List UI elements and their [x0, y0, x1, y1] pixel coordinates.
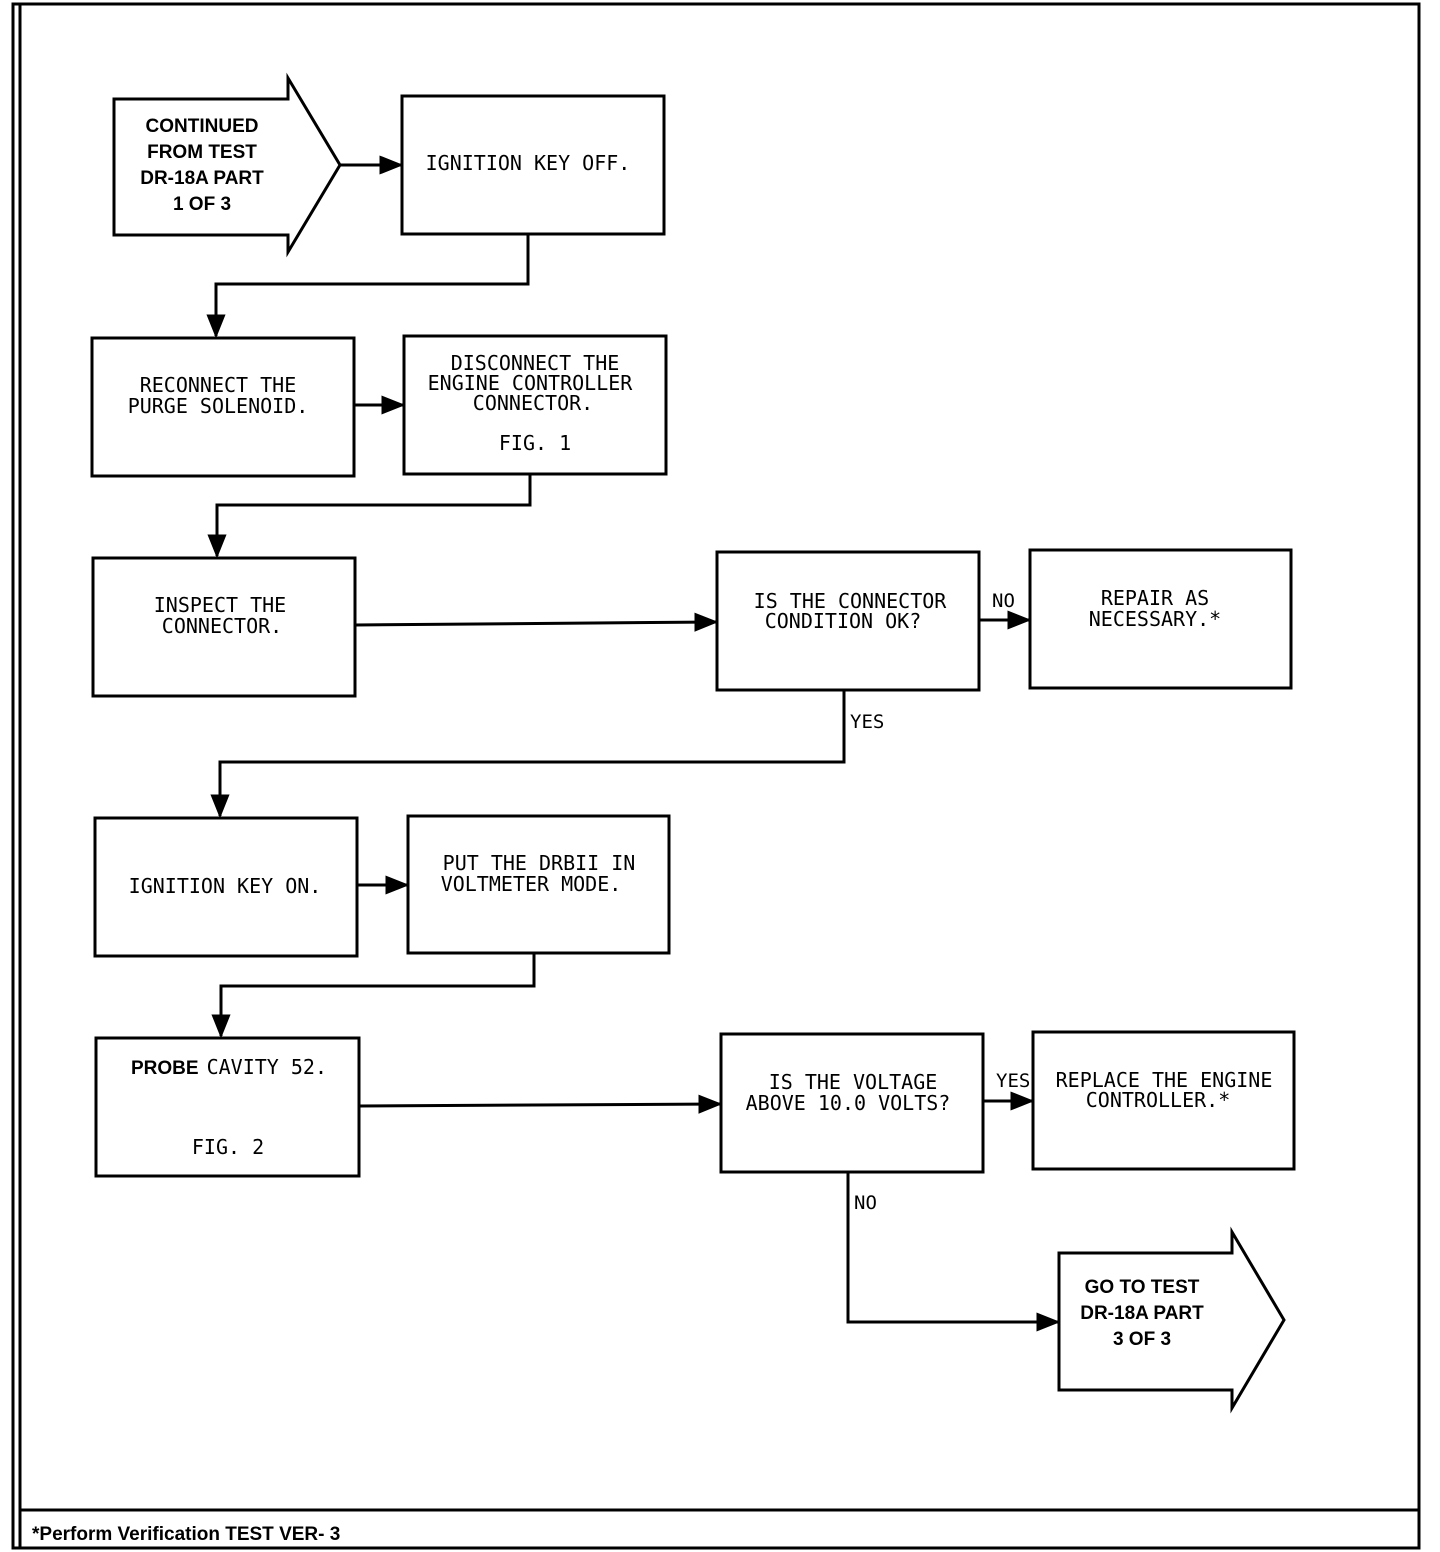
decision-voltage-line-2: ABOVE 10.0 VOLTS? [746, 1091, 951, 1115]
step-ignition-on-text: IGNITION KEY ON. [129, 874, 322, 898]
page-frame [11, 2, 1421, 1550]
step-replace-controller: REPLACE THE ENGINE CONTROLLER.* [1031, 1030, 1296, 1171]
arrow-decision-yes-to-ignition-on [210, 690, 846, 819]
start-connector-line-4: 1 OF 3 [173, 194, 231, 215]
step-reconnect-purge: RECONNECT THE PURGE SOLENOID. [90, 336, 356, 478]
step-disconnect-line-1: DISCONNECT THE [451, 351, 620, 375]
step-ignition-off: IGNITION KEY OFF. [400, 94, 666, 236]
step-replace-line-2: CONTROLLER.* [1086, 1088, 1231, 1112]
step-reconnect-purge-line-2: PURGE SOLENOID. [128, 394, 309, 418]
arrow-voltage-no-to-end [846, 1172, 1061, 1332]
footer-note: *Perform Verification TEST VER- 3 [32, 1524, 340, 1545]
arrow-ignition-off-to-reconnect [206, 234, 530, 339]
step-drbii-mode: PUT THE DRBII IN VOLTMETER MODE. [406, 814, 671, 955]
step-disconnect-fig: FIG. 1 [499, 431, 571, 455]
step-replace-line-1: REPLACE THE ENGINE [1056, 1068, 1273, 1092]
arrow-disconnect-to-inspect [207, 474, 532, 559]
label-connector-yes: YES [850, 711, 884, 733]
step-drbii-line-2: VOLTMETER MODE. [441, 872, 622, 896]
flow-connectors [206, 155, 1061, 1332]
step-disconnect-connector: DISCONNECT THE ENGINE CONTROLLER CONNECT… [402, 334, 668, 476]
step-ignition-off-text: IGNITION KEY OFF. [426, 151, 631, 175]
decision-connector-line-2: CONDITION OK? [765, 609, 922, 633]
step-probe-prefix: PROBE [131, 1058, 199, 1079]
step-probe-rest: CAVITY 52. [207, 1055, 327, 1079]
start-connector-line-2: FROM TEST [147, 142, 257, 163]
end-connector-line-1: GO TO TEST [1085, 1277, 1200, 1298]
arrow-probe-to-voltage [358, 1094, 723, 1114]
decision-voltage: IS THE VOLTAGE ABOVE 10.0 VOLTS? [719, 1032, 985, 1174]
end-connector: GO TO TEST DR-18A PART 3 OF 3 [1057, 1226, 1286, 1414]
label-voltage-no: NO [854, 1192, 877, 1214]
end-connector-line-3: 3 OF 3 [1113, 1329, 1171, 1350]
end-connector-line-2: DR-18A PART [1080, 1303, 1204, 1324]
step-inspect-line-1: INSPECT THE [154, 593, 286, 617]
step-disconnect-line-3: CONNECTOR. [473, 391, 593, 415]
step-probe-fig: FIG. 2 [192, 1135, 264, 1159]
label-connector-no: NO [992, 590, 1015, 612]
start-connector-line-3: DR-18A PART [140, 168, 264, 189]
decision-voltage-line-1: IS THE VOLTAGE [769, 1070, 938, 1094]
decision-connector-ok: IS THE CONNECTOR CONDITION OK? [715, 550, 981, 692]
step-inspect-line-2: CONNECTOR. [162, 614, 282, 638]
start-connector-line-1: CONTINUED [146, 116, 259, 137]
label-voltage-yes: YES [996, 1070, 1030, 1092]
step-probe-cavity: PROBE CAVITY 52. FIG. 2 [94, 1036, 361, 1178]
step-reconnect-purge-line-1: RECONNECT THE [140, 373, 297, 397]
start-connector: CONTINUED FROM TEST DR-18A PART 1 OF 3 [112, 72, 342, 258]
step-repair-line-1: REPAIR AS [1101, 586, 1209, 610]
step-repair-line-2: NECESSARY.* [1089, 607, 1221, 631]
step-disconnect-line-2: ENGINE CONTROLLER [428, 371, 634, 395]
decision-connector-line-1: IS THE CONNECTOR [754, 589, 948, 613]
arrow-inspect-to-decision [354, 612, 719, 632]
step-inspect-connector: INSPECT THE CONNECTOR. [91, 556, 357, 698]
step-drbii-line-1: PUT THE DRBII IN [443, 851, 636, 875]
step-repair: REPAIR AS NECESSARY.* [1028, 548, 1293, 690]
step-probe-line-1: PROBE CAVITY 52. [131, 1055, 327, 1079]
step-ignition-on: IGNITION KEY ON. [93, 816, 359, 958]
arrow-drbii-to-probe [211, 953, 536, 1039]
